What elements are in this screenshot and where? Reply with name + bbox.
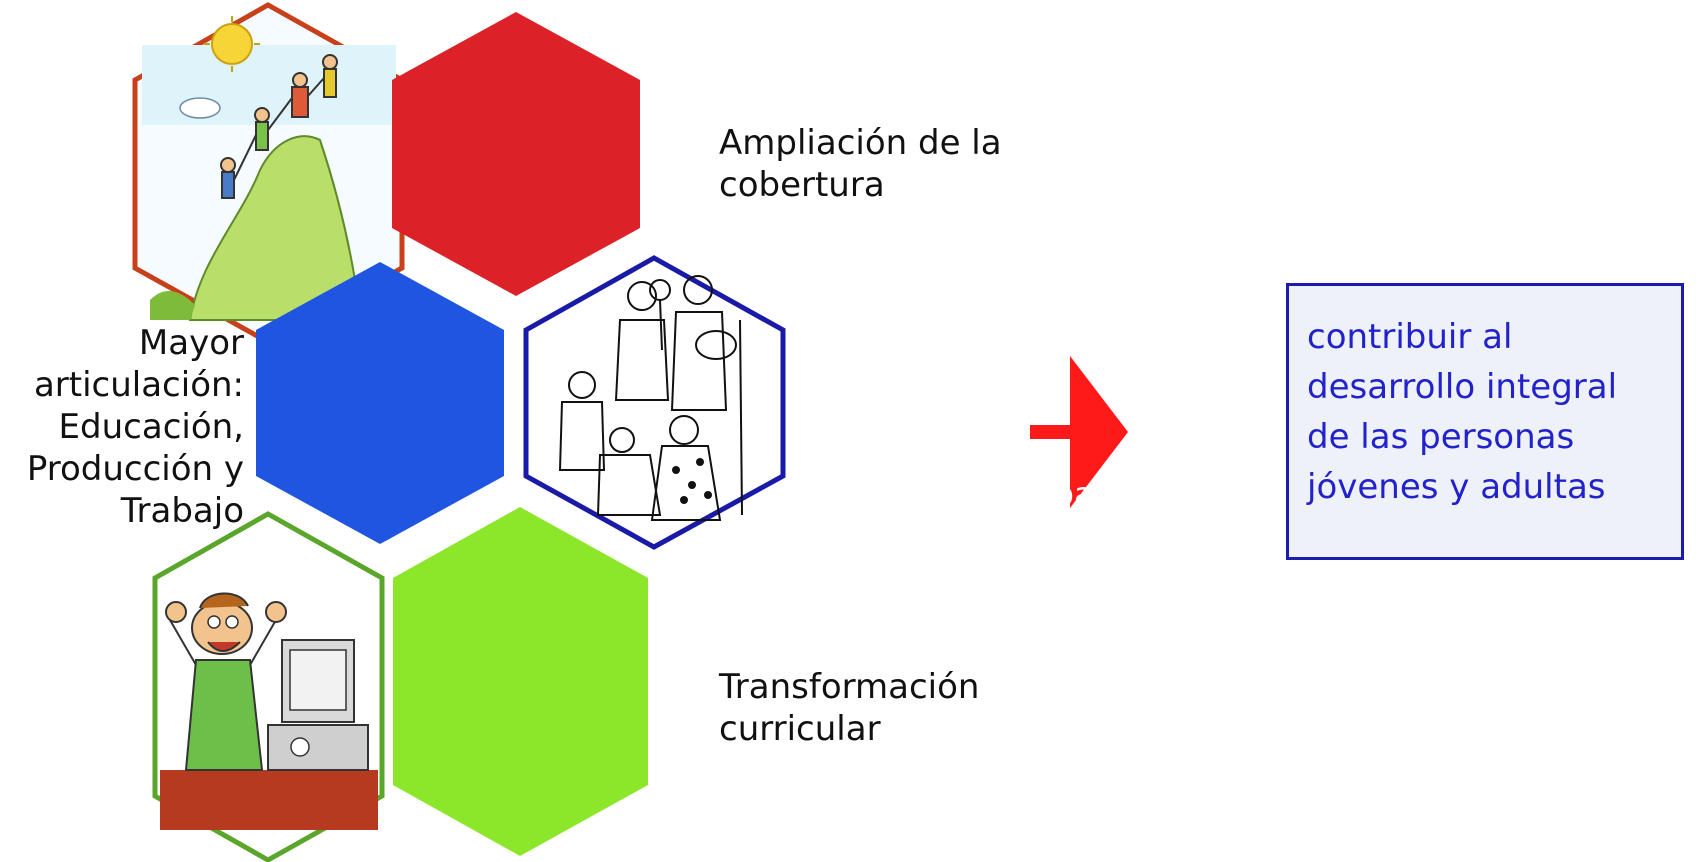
illustration-bottom-hexagon xyxy=(152,511,385,862)
result-text: contribuir al desarrollo integral de las… xyxy=(1307,317,1618,507)
red-hexagon xyxy=(392,12,640,296)
illustration-middle-hexagon xyxy=(523,255,786,550)
result-box: contribuir al desarrollo integral de las… xyxy=(1286,283,1684,560)
blue-hexagon xyxy=(256,262,504,544)
label-transformacion-curricular: Transformación curricular xyxy=(719,667,980,749)
green-hexagon xyxy=(393,507,648,856)
right-arrow-icon xyxy=(1030,356,1128,508)
arrow-label: para xyxy=(1053,475,1127,513)
illustration-top-hexagon xyxy=(132,2,405,345)
label-mayor-articulacion: Mayor articulación: Educación, Producció… xyxy=(26,323,244,531)
label-ampliacion-cobertura: Ampliación de la cobertura xyxy=(719,123,1002,205)
